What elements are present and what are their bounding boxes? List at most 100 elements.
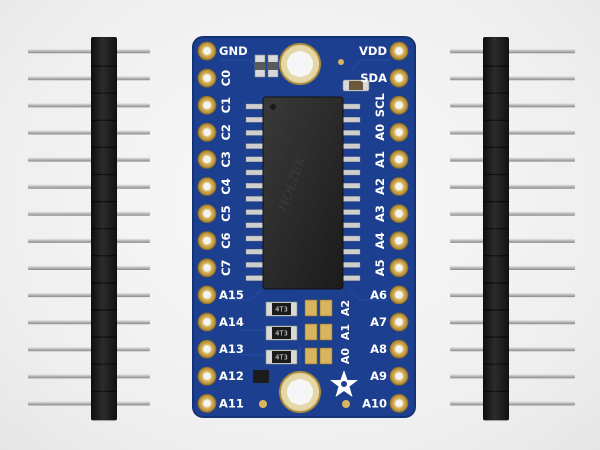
small-transistor [253,370,269,383]
chip-leg [245,196,265,202]
jumper-pad [319,299,333,317]
left-header-pin [28,319,150,325]
top-right-capacitor [342,79,370,92]
resistor: 4T3 [265,349,298,365]
left-pin-label: A15 [219,288,244,302]
left-pin-label: C0 [219,70,233,86]
right-header-pin [450,292,575,298]
chip-leg [341,275,361,281]
via [259,400,267,408]
left-pin-label: C4 [219,178,233,194]
chip-leg [245,143,265,149]
resistor-marking: 4T3 [275,354,288,362]
driver-chip: HOLTEK [245,96,361,290]
right-header-pin [450,184,575,189]
left-pin-label: C6 [219,232,233,248]
right-header-pin [450,374,575,379]
adafruit-flower-logo [330,370,358,397]
chip-leg [341,169,361,176]
mounting-hole-top [279,43,321,85]
right-pad-column [389,41,409,413]
chip-leg [341,196,361,202]
address-jumpers [304,299,333,365]
jumper-pad [319,323,333,341]
left-header-pin [28,48,150,54]
left-header-pin [28,184,150,189]
right-header-pin [450,265,575,270]
chip-leg [341,156,361,163]
resistor-column: 4T3 4T3 4T3 [265,301,298,365]
chip-leg [245,156,265,163]
right-pin-label: A8 [370,342,387,356]
resistor: 4T3 [265,301,298,317]
via [342,400,350,408]
right-pin-label: A1 [373,151,387,168]
left-pin-label: C7 [219,260,233,276]
left-pin-header [28,37,150,421]
left-pin-label: A14 [219,315,244,329]
chip-leg [245,103,265,110]
left-header-pin [28,75,150,81]
chip-leg [245,182,265,189]
chip-leg [341,262,361,268]
right-header-pin [450,346,575,352]
left-header-pin [28,103,150,108]
right-header-pin [450,75,575,81]
chip-leg [341,235,361,242]
right-header-pin [450,157,575,162]
chip-leg [341,103,361,110]
left-pad-column [197,41,217,413]
chip-leg [341,182,361,189]
right-pin-label: A6 [370,288,387,302]
right-pin-label: A10 [362,396,387,410]
resistor-marking: 4T3 [275,306,288,314]
right-header-pin [450,238,575,243]
jumper-label: A1 [339,324,352,340]
right-pin-label: A9 [370,369,387,383]
via [338,59,344,65]
right-header-pin [450,48,575,54]
resistor: 4T3 [265,325,298,341]
chip-leg [245,130,265,136]
right-pin-label: SCL [373,93,387,118]
chip-leg [245,248,265,255]
right-pin-label: SDA [360,71,387,85]
left-header-pin [28,374,150,379]
left-header-pin [28,130,150,135]
right-header-pin [450,130,575,135]
chip-leg [245,209,265,215]
jumper-pad [319,347,333,365]
jumper-pad [304,299,318,317]
left-header-pin [28,157,150,162]
right-header-pin [450,401,575,406]
right-pin-label: VDD [359,44,387,58]
right-header-pin [450,319,575,325]
right-pin-label: A7 [370,315,387,329]
left-pin-label: A12 [219,369,244,383]
chip-leg [341,248,361,255]
chip-leg [341,143,361,149]
right-pin-header [450,37,575,421]
pin1-marker [270,104,276,110]
right-header-pin [450,103,575,108]
left-pin-label: C2 [219,124,233,140]
chip-leg [341,209,361,215]
left-pin-label: GND [219,44,248,58]
left-header-pin [28,238,150,243]
left-header-pin [28,401,150,406]
right-pin-label: A3 [373,205,387,222]
chip-leg [245,116,265,123]
chip-leg [245,275,265,281]
jumper-label: A2 [339,300,352,316]
jumper-pad [304,347,318,365]
left-pin-label: A11 [219,396,244,410]
right-header-pin [450,211,575,216]
left-pin-label: C1 [219,97,233,113]
left-header-pin [28,211,150,216]
jumper-label: A0 [339,348,352,365]
right-pin-label: A5 [373,259,387,276]
